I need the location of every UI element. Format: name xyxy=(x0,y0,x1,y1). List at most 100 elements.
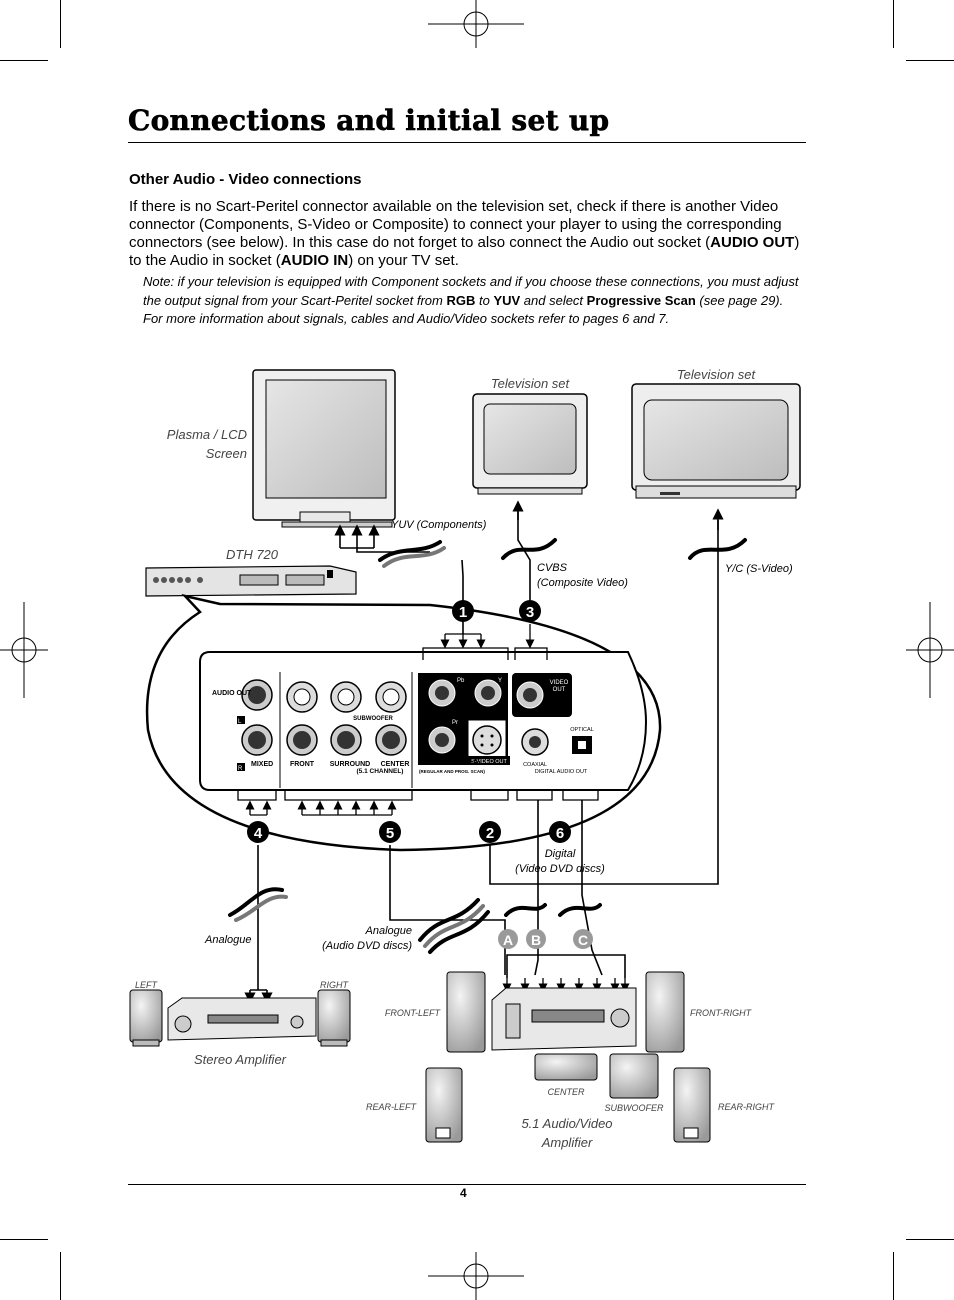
rca-jack xyxy=(286,724,318,756)
speaker-icon xyxy=(425,1067,463,1143)
rca-jack xyxy=(375,724,407,756)
note-paragraph: Note: if your television is equipped wit… xyxy=(143,274,799,326)
step-marker: 1 xyxy=(452,600,474,622)
rca-jack xyxy=(241,679,273,711)
section-heading: Other Audio - Video connections xyxy=(129,171,362,188)
av-amp-label: Amplifier xyxy=(541,1135,593,1150)
registration-mark xyxy=(906,602,954,698)
plasma-label: Plasma / LCD xyxy=(167,427,247,442)
registration-mark xyxy=(0,602,48,698)
digital-label: (Video DVD discs) xyxy=(515,863,605,875)
speaker-icon xyxy=(317,989,351,1047)
svg-text:5: 5 xyxy=(386,825,394,842)
step-marker: 6 xyxy=(549,821,571,843)
step-marker: 5 xyxy=(379,821,401,843)
rca-jack xyxy=(516,681,544,709)
tv2-label: Television set xyxy=(677,367,757,382)
crop-mark xyxy=(906,60,954,61)
panel-label: FRONT xyxy=(290,761,315,768)
crop-mark xyxy=(60,1252,61,1300)
speaker-label: SUBWOOFER xyxy=(604,1103,664,1113)
dvd-player-icon xyxy=(145,565,357,597)
stereo-amp-label: Stereo Amplifier xyxy=(194,1052,287,1067)
page-title: Connections and initial set up xyxy=(128,104,610,138)
crop-mark xyxy=(893,1252,894,1300)
rca-jack xyxy=(474,679,502,707)
cvbs-label: CVBS xyxy=(537,562,568,574)
body-paragraph: If there is no Scart-Peritel connector a… xyxy=(129,198,800,269)
crop-mark xyxy=(906,1239,954,1240)
stereo-amplifier-icon xyxy=(167,997,317,1041)
av-amp-label: 5.1 Audio/Video xyxy=(521,1116,612,1131)
step-marker: 3 xyxy=(519,600,541,622)
panel-marker xyxy=(237,716,245,724)
crop-mark xyxy=(0,1239,48,1240)
rca-jack xyxy=(428,679,456,707)
speaker-icon xyxy=(129,989,163,1047)
crop-mark xyxy=(0,60,48,61)
rca-jack xyxy=(375,681,407,713)
cable-icon xyxy=(228,538,747,954)
plasma-screen-icon xyxy=(252,369,396,528)
panel-label: Y xyxy=(498,678,502,684)
svg-text:2: 2 xyxy=(486,825,494,842)
panel-label: S-VIDEO OUT xyxy=(471,759,507,765)
analogue-label: Analogue xyxy=(365,925,413,937)
speaker-icon xyxy=(673,1067,711,1143)
subwoofer-icon xyxy=(609,1053,659,1099)
panel-label: (REGULAR AND PROG. SCAN) xyxy=(419,769,485,774)
letter-marker: C xyxy=(573,929,593,949)
panel-label: R xyxy=(238,766,243,772)
panel-label: SUBWOOFER xyxy=(353,716,393,722)
speaker-label: REAR-LEFT xyxy=(366,1102,418,1112)
analogue-label: Analogue xyxy=(204,934,252,946)
page-number: 4 xyxy=(460,1186,467,1200)
plasma-label: Screen xyxy=(206,446,247,461)
panel-label: OPTICAL xyxy=(570,727,594,733)
rca-jack xyxy=(241,724,273,756)
speaker-label: REAR-RIGHT xyxy=(718,1102,776,1112)
registration-mark xyxy=(428,1252,524,1300)
speaker-label: CENTER xyxy=(547,1087,585,1097)
speaker-icon xyxy=(446,971,486,1053)
rca-jack xyxy=(521,728,549,756)
panel-label: L xyxy=(238,719,242,725)
svg-text:3: 3 xyxy=(526,604,534,621)
player-label: DTH 720 xyxy=(226,547,279,562)
svg-text:4: 4 xyxy=(254,825,263,842)
panel-label: DIGITAL AUDIO OUT xyxy=(535,769,588,775)
panel-label: SURROUND xyxy=(330,761,370,768)
rca-jack xyxy=(330,724,362,756)
television-icon xyxy=(472,393,588,495)
speaker-icon xyxy=(645,971,685,1053)
speaker-label: FRONT-LEFT xyxy=(385,1008,442,1018)
svg-text:6: 6 xyxy=(556,825,564,842)
cvbs-label: (Composite Video) xyxy=(537,577,628,589)
panel-label: AUDIO OUT xyxy=(212,690,252,697)
letter-marker: B xyxy=(526,929,546,949)
panel-label: MIXED xyxy=(251,761,273,768)
panel-marker xyxy=(237,763,245,771)
panel-label: COAXIAL xyxy=(523,762,547,768)
av-amplifier-icon xyxy=(491,987,637,1051)
crop-mark xyxy=(893,0,894,48)
registration-mark xyxy=(428,0,524,48)
panel-label: OUT xyxy=(553,687,566,693)
tv1-label: Television set xyxy=(491,376,571,391)
rca-jack xyxy=(330,681,362,713)
speaker-label: FRONT-RIGHT xyxy=(690,1008,753,1018)
speaker-label: RIGHT xyxy=(320,980,350,990)
panel-label: COMPONENT VIDEO OUT xyxy=(419,761,480,767)
panel-label: CENTER xyxy=(381,761,410,768)
panel-label: (5.1 CHANNEL) xyxy=(357,768,404,775)
title-rule xyxy=(128,142,806,143)
footer-rule xyxy=(128,1184,806,1185)
svg-text:A: A xyxy=(503,932,513,948)
speaker-icon xyxy=(534,1053,598,1081)
svg-text:B: B xyxy=(531,932,541,948)
crop-mark xyxy=(60,0,61,48)
step-marker: 2 xyxy=(479,821,501,843)
back-panel: AUDIO OUT L R MIXED SUBWOOFER FRONT SURR… xyxy=(199,651,648,791)
letter-marker: A xyxy=(498,929,518,949)
